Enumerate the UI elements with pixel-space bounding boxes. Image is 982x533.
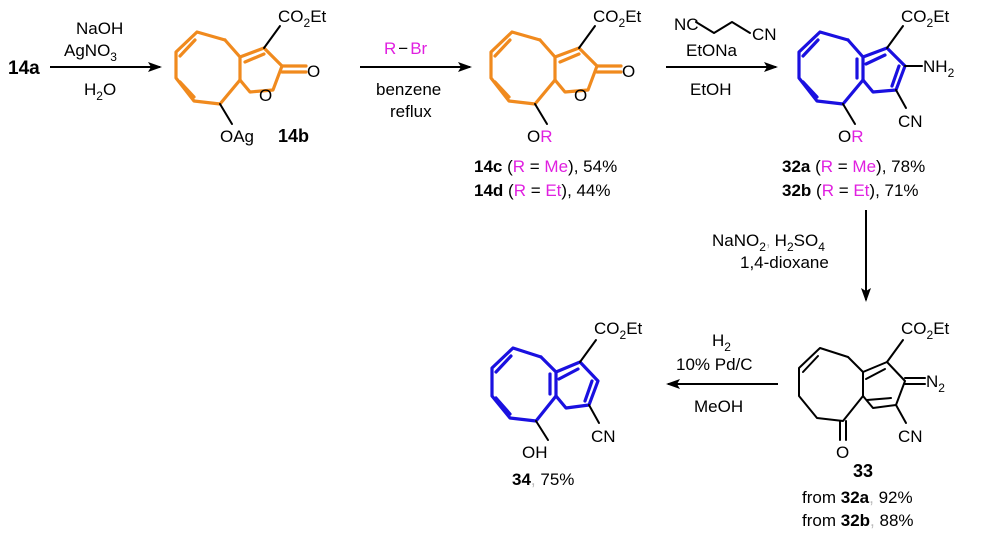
- compound-33-skeleton: [798, 339, 926, 441]
- compound-14c-caption: 14c (R = Me), 54%: [474, 157, 617, 176]
- compound-34-nitrile: CN: [591, 427, 616, 446]
- compound-14c-14d-carbonyl-oxygen: O: [622, 62, 635, 81]
- arrow-1-reagent-agno3: AgNO3: [64, 41, 117, 64]
- start-compound-label: 14a: [8, 58, 40, 79]
- compound-14d-caption: 14d (R = Et), 44%: [474, 181, 611, 200]
- arrow-5-solvent: MeOH: [694, 397, 743, 416]
- compound-32-nitrile: CN: [898, 112, 923, 131]
- compound-32-skeleton: [797, 25, 923, 125]
- compound-32b-caption: 32b (R = Et), 71%: [782, 181, 919, 200]
- arrow-3-solvent: EtOH: [690, 80, 732, 99]
- compound-32-amine: NH2: [923, 57, 955, 80]
- compound-14b-skeleton: [174, 25, 308, 125]
- compound-33-yield-from-32a: from 32a, 92%: [802, 488, 913, 507]
- compound-34-caption: 34, 75%: [512, 470, 574, 489]
- arrow-1-solvent-water: H2O: [84, 80, 116, 103]
- compound-32a-32b: CO2Et NH2 CN OR 32a (R = Me), 78% 32b (R…: [782, 7, 955, 200]
- compound-14b-ring-oxygen: O: [259, 86, 272, 105]
- arrow-1-reagent-naoh: NaOH: [76, 19, 123, 38]
- compound-33-nitrile: CN: [898, 427, 923, 446]
- compound-14c-14d-skeleton: [489, 25, 623, 125]
- arrow-3-base: EtONa: [686, 41, 738, 60]
- compound-14b-carbonyl-oxygen: O: [307, 62, 320, 81]
- arrow-2-solvent: benzene: [376, 80, 441, 99]
- compound-14b: CO2Et O O OAg 14b: [174, 7, 327, 146]
- compound-34: CO2Et CN OH 34, 75%: [490, 319, 643, 489]
- compound-33-diazo: N2: [926, 372, 945, 395]
- compound-32-ester: CO2Et: [901, 7, 950, 30]
- compound-32-or-group: OR: [838, 127, 864, 146]
- malononitrile-bonds: [695, 21, 751, 34]
- compound-14b-ester: CO2Et: [278, 7, 327, 30]
- arrow-5-gas: H2: [712, 331, 731, 354]
- compound-14c-14d-ester: CO2Et: [593, 7, 642, 30]
- compound-14b-id: 14b: [278, 126, 309, 146]
- compound-34-hydroxyl: OH: [522, 443, 548, 462]
- reaction-arrow-1: NaOH AgNO3 H2O: [50, 19, 162, 103]
- compound-33-id: 33: [853, 461, 873, 481]
- reaction-arrow-3: NC CN EtONa EtOH: [666, 15, 778, 99]
- compound-33-carbonyl-oxygen: O: [836, 443, 849, 462]
- arrow-5-catalyst: 10% Pd/C: [676, 355, 753, 374]
- compound-33-ester: CO2Et: [901, 319, 950, 342]
- compound-14c-14d-or-group: OR: [527, 127, 553, 146]
- compound-34-skeleton: [490, 339, 600, 441]
- compound-34-ester: CO2Et: [594, 319, 643, 342]
- compound-32a-caption: 32a (R = Me), 78%: [782, 157, 925, 176]
- compound-33-yield-from-32b: from 32b, 88%: [802, 511, 914, 530]
- reaction-arrow-4: NaNO2,H2SO4 1,4-dioxane: [712, 210, 871, 302]
- reaction-arrow-5: H2 10% Pd/C MeOH: [666, 331, 778, 416]
- compound-14c-14d-ring-oxygen: O: [574, 86, 587, 105]
- arrow-4-solvent: 1,4-dioxane: [740, 253, 829, 272]
- arrow-3-reagent-cn: CN: [752, 25, 777, 44]
- arrow-2-condition: reflux: [390, 102, 432, 121]
- compound-33: CO2Et N2 CN O 33 from 32a, 92% from 32b,…: [798, 319, 950, 530]
- arrow-2-reagent-rbr: R−Br: [384, 39, 428, 58]
- reaction-arrow-2: R−Br benzene reflux: [360, 39, 472, 121]
- arrow-3-reagent-nc: NC: [674, 15, 699, 34]
- arrow-4-reagents: NaNO2,H2SO4: [712, 231, 825, 254]
- compound-14b-oag: OAg: [220, 127, 254, 146]
- compound-14c-14d: CO2Et O O OR 14c (R = Me), 54% 14d (R = …: [474, 7, 642, 200]
